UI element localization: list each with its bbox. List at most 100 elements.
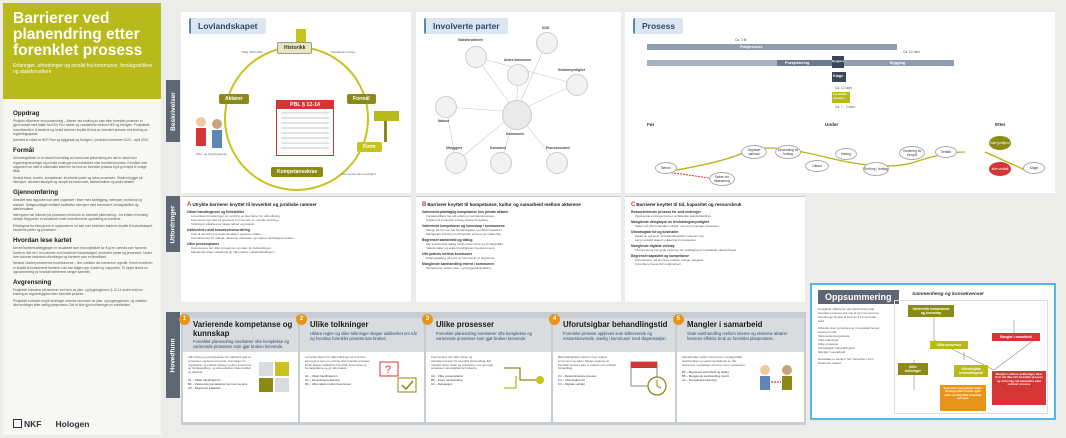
challenge-bullet: Tolkningen påvirkes av lokale rutiner og… [191, 222, 255, 226]
finding-title: Mangler i samarbeid [687, 320, 763, 329]
challenge-bullet: Silotenkning mellom plan- og byggesaksav… [426, 266, 492, 270]
section-text: Arbeidet er utført av NKF Plan og bygges… [13, 138, 150, 143]
bar-label: Klage [833, 74, 844, 78]
challenge-box-a: AUtrykte barrierer knyttet til lovverket… [181, 196, 411, 302]
section-text: Prosjekt «Barrierer ved planendring – Ba… [13, 119, 150, 136]
finding-subtitle: Forenklet prosess oppleves som tidkreven… [563, 330, 667, 341]
section-heading-formal: Formål [13, 147, 34, 155]
panel-lovlandskapet: Lovlandskapet Historikk Aktører Formål K… [181, 12, 411, 193]
challenge-bullet: Mange kommuner har få planleggere og sår… [426, 228, 503, 232]
bar-label: Forenklet prosess [833, 92, 847, 100]
challenge-title: CBarrierer knyttet til tid, kapasitet og… [631, 202, 742, 208]
challenge-title: BBarrierer knyttet til kompetanse, kultu… [422, 202, 581, 208]
challenge-subhead: Usikkerhet rundt konsekvensvurdering [187, 228, 250, 232]
step-vedtak: Vedtak [935, 146, 957, 158]
section-heading-avgrensning: Avgrensning [13, 279, 52, 287]
finding-number: 1 [179, 314, 190, 325]
party-label: Utbyggere [446, 146, 463, 150]
node-formal: Formål [347, 94, 376, 104]
party-label: KDD [542, 26, 550, 30]
row-label-utfordringer: Utfordringer [166, 196, 180, 252]
row-label-beskrivelser: Beskrivelser [166, 80, 180, 142]
finding-body: Samarbeidet mellom kommunen, forslagssti… [677, 352, 804, 387]
node-historikk: Historikk [277, 42, 313, 54]
finding-ref: A2 – Konsekvensvurdering [305, 377, 340, 382]
challenge-bullet: Kommunene må prioritere mellom mange opp… [635, 258, 705, 262]
bar-byggesak [832, 56, 844, 68]
challenge-subhead: Manglende digitale verktøy [631, 244, 675, 248]
challenge-box-b: BBarrierer knyttet til kompetanse, kultu… [416, 196, 621, 302]
finding-ref: C4 – Digitale verktøy [558, 381, 585, 386]
section-heading-gjennomforing: Gjennomføring [13, 189, 59, 197]
tiny-label: Kommunal planmyndighet [341, 172, 376, 176]
challenge-subhead: Begrenset samarbeid og dialog [422, 238, 473, 242]
pbl-label: PBL § 12-14 [277, 101, 333, 109]
party-plan-konsulent [546, 152, 568, 174]
step-innsending: Innsending av forslag [775, 145, 801, 159]
step-klage: Klage [1023, 162, 1045, 174]
tiny-label: Planbestemmelser [331, 50, 356, 54]
timeline-label: Ca. 12 uker [835, 86, 853, 90]
challenge-bullet: Kommuner ser ulikt på grensene for hva s… [191, 218, 280, 222]
section-text: Denne barrierekartleggingen er visualise… [13, 246, 152, 259]
finding-ref: B5 – Intern samhandling [431, 377, 463, 382]
summary-box-kompetanse: Varierende kompetanse og kunnskap [908, 305, 954, 317]
summary-red-left: Som eller mangelfulle tiltak i forslagss… [940, 385, 986, 411]
challenge-bullet: Kvalitet på innsendte forslag varierer b… [426, 218, 489, 222]
challenge-bullet: Også enkle endringer krever omfattende s… [635, 214, 712, 218]
phase-label: Etter [995, 122, 1006, 127]
bar-klage [832, 72, 846, 82]
party-utbyggere [445, 152, 467, 174]
party-label: Plan-konsulent [546, 146, 570, 150]
finding-body: Lovverket åpner for ulike tolkninger av … [300, 352, 424, 391]
section-text: Arbeidet med rapporten har vært organise… [13, 198, 142, 211]
finding-subtitle: Svak samhandling mellom interne og ekste… [687, 330, 788, 341]
finding-title: Ulike tolkninger [310, 320, 369, 329]
sign-illustration [374, 111, 399, 142]
challenge-subhead: Begrenset kapasitet og kompetanse [631, 254, 690, 258]
step-ikke-godkjent: Ikke godkjent [989, 136, 1011, 150]
finding-card-3: 3 Ulike prosesser Forenklet planendring … [422, 314, 551, 422]
party-kdd [536, 32, 558, 54]
finding-ref: C2 – Delegasjon [431, 381, 453, 386]
finding-ref: B5 – Manglende samhandling internt [682, 374, 730, 379]
party-label: Naboer [438, 119, 450, 123]
challenge-bullet: Lang ventetid skaper usikkerhet for pros… [635, 238, 697, 242]
challenge-subhead: Ulike prosessplaner [187, 242, 220, 246]
exclamation-icon [296, 29, 306, 49]
summary-panel: Oppsummering Prosjektet «Barrierer ved p… [810, 283, 1056, 420]
calendar-clock-icon [630, 361, 667, 396]
process-arrows-icon [504, 367, 544, 389]
summary-title: Oppsummering [818, 290, 899, 304]
nkf-mark-icon [13, 419, 22, 428]
challenge-bullet: Forslagsstillere har ulik erfaring med p… [426, 214, 495, 218]
section-heading-lese-kartet: Hvordan lese kartet [13, 237, 72, 245]
pbl-document: PBL § 12-14 [276, 100, 334, 156]
bar-label: Bygging [890, 61, 906, 65]
challenge-bullet: Manglende felles veiledning gir ulik pra… [191, 250, 276, 254]
summary-text: Prosjektet «Barrierer ved planendring et… [818, 307, 880, 365]
bar-planprosess [647, 44, 897, 50]
challenge-bullet: Lite systematisk dialog mellom kommune o… [426, 242, 504, 246]
section-text: Prosjektet fokuserer på barrierer ved br… [13, 288, 143, 297]
finding-number: 2 [296, 314, 307, 325]
finding-body: Kommunene har ulike rutiner og arbeidspr… [426, 352, 551, 391]
party-label: Andre kommuner [504, 58, 532, 62]
finding-ref: B3 – Begrenset samarbeid og dialog [682, 370, 729, 375]
summary-red-right: Mangler i interne avklaringer fører til … [992, 371, 1046, 405]
hologen-logo: Hologen [55, 419, 90, 429]
bar-bygging [844, 60, 954, 66]
challenge-box-c: CBarrierer knyttet til tid, kapasitet og… [625, 196, 805, 302]
node-aktorer: Aktører [219, 94, 249, 104]
step-behov: Behov [655, 162, 677, 174]
step-horing: Høring [835, 148, 857, 160]
finding-title: Varierende kompetanse og kunnskap [193, 320, 293, 338]
section-text: Sentral tema: lovverk, kompetanse, invol… [13, 175, 143, 184]
challenge-title: AUtrykte barrierer knyttet til lovverket… [187, 202, 317, 208]
phase-label: Før [647, 122, 655, 127]
party-konsulent [490, 152, 512, 174]
step-endring: Endring i forslag [863, 162, 889, 176]
blocks-illustration [259, 362, 289, 392]
panel-prosess: Prosess Ca. 2 år Planprosess Ca. 12 uker… [625, 12, 1055, 193]
tiny-label: Tidlig 1900-tallet [241, 50, 263, 54]
